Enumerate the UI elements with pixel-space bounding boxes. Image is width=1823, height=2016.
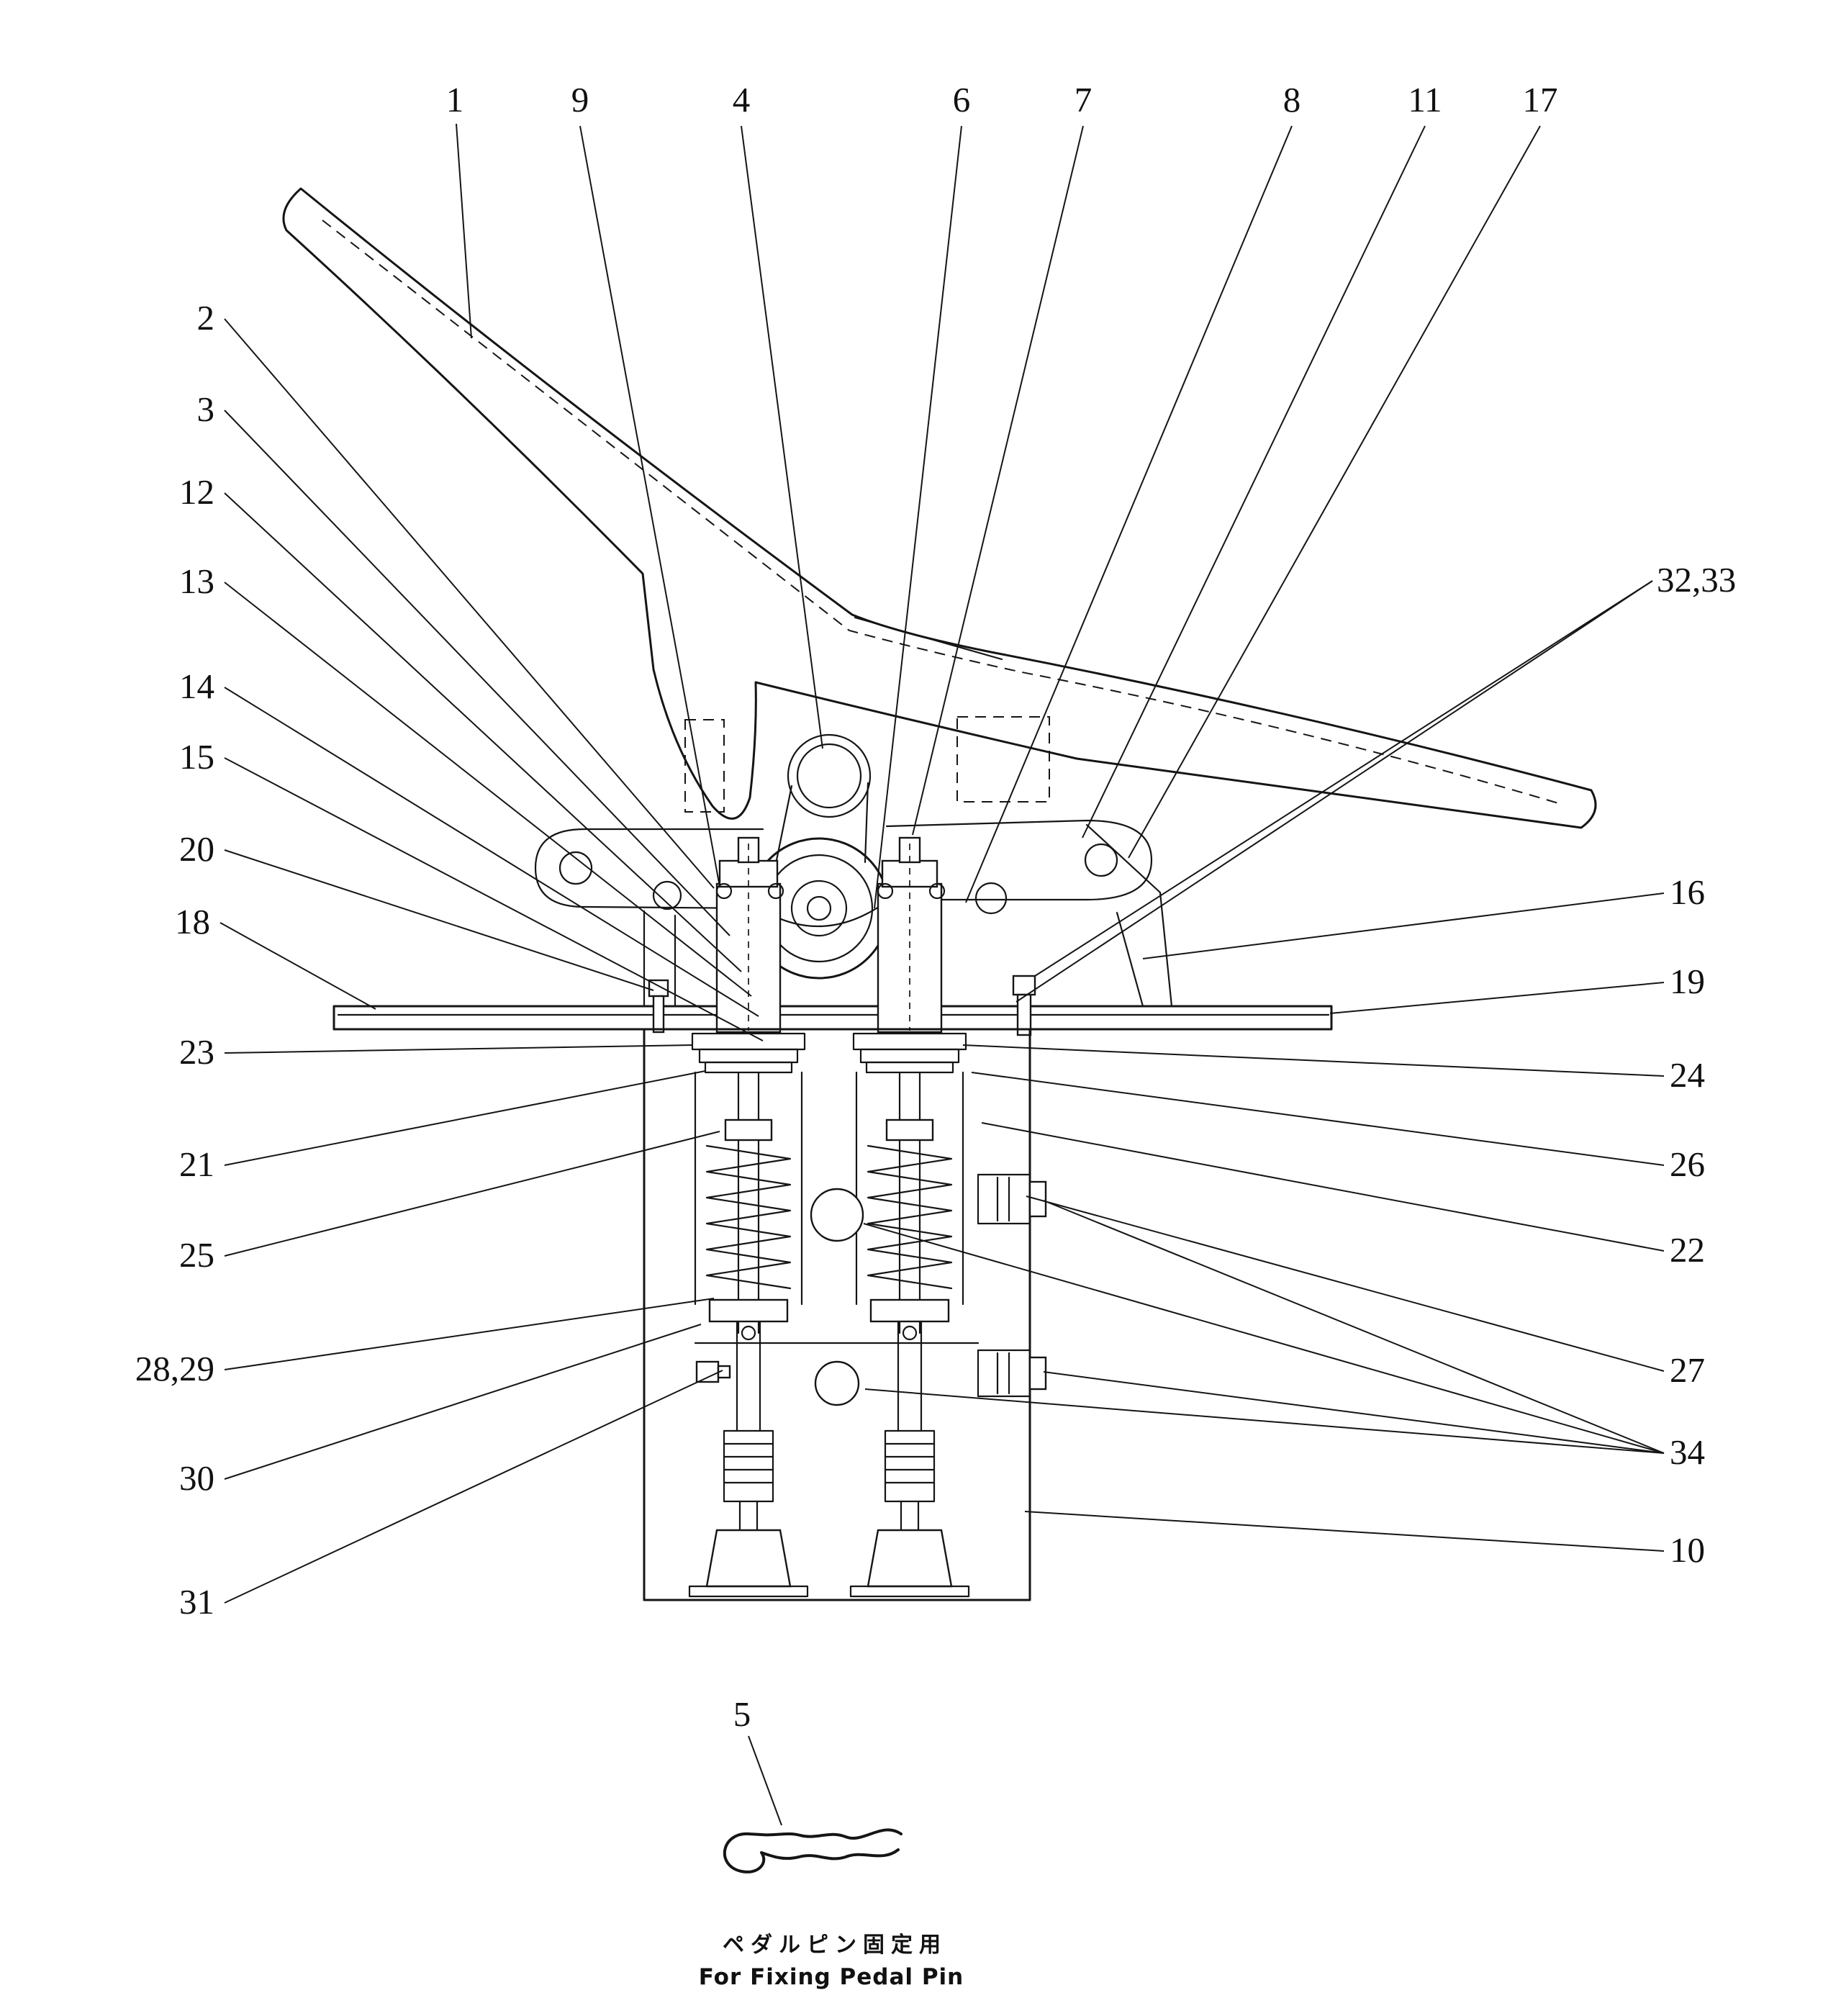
callout-3: 3 [197,389,215,429]
callout-11: 11 [1408,80,1442,119]
callout-25: 25 [179,1235,214,1275]
left-cap-pin-b [767,882,784,900]
right-cap-pin-a [877,882,894,900]
link-right-edge [864,782,869,864]
link-left-edge [774,785,793,865]
leader-lines [220,123,1665,1826]
caption-japanese: ペダルピン固定用 [723,1933,947,1958]
support-bracket [534,819,1173,1008]
left-bellows [723,1429,774,1503]
left-spring-retainer [724,1118,773,1142]
left-cap-pin-a [715,882,733,900]
bracket-right-hole [1084,843,1118,877]
right-pushrod-assembly [849,1320,970,1598]
callout-28-29: 28,29 [135,1349,214,1388]
pedal-outline [282,187,1597,829]
callout-10: 10 [1670,1530,1705,1570]
pedal-pin-clip [723,1828,903,1873]
valve-body-outline [643,1028,1031,1601]
callout-8: 8 [1283,80,1301,119]
plate-bolt-right [1012,975,1036,1036]
bracket-left-pin [652,880,682,910]
callout-21: 21 [179,1144,214,1184]
right-foot [867,1529,953,1588]
callout-22: 22 [1670,1230,1705,1270]
hub-bushing-circle [790,880,848,937]
right-pin-hole [902,1325,918,1341]
right-spring-retainer [885,1118,934,1142]
mounting-plate [333,975,1333,1036]
callout-30: 30 [179,1458,214,1498]
callout-23: 23 [179,1032,214,1072]
roller-outer-circle [787,733,872,818]
left-cartridge [691,1032,806,1341]
check-ball-lower [814,1360,860,1406]
callout-16: 16 [1670,872,1705,912]
hub-mid-circle [764,854,874,963]
callout-14: 14 [179,666,214,706]
right-spring [867,1144,953,1290]
right-foot-pad [849,1585,970,1598]
roller-inner-circle [796,743,862,809]
left-lower-seat [708,1298,789,1323]
bracket-left-hole [558,851,593,885]
callout-27: 27 [1670,1350,1705,1390]
callout-31: 31 [179,1582,214,1622]
valve-body [643,1028,1047,1601]
callout-2: 2 [197,298,215,338]
callout-13: 13 [179,561,214,601]
stand-right-plate [1085,823,1173,1008]
bracket-right-pin [974,882,1008,915]
callout-9: 9 [571,80,589,119]
right-cartridge [852,1032,967,1341]
callout-6: 6 [953,80,971,119]
callout-26: 26 [1670,1144,1705,1184]
callout-labels: 1 9 4 6 7 8 11 17 2 3 12 13 14 15 20 18 … [135,80,1737,1734]
callout-1: 1 [446,80,464,119]
callout-32-33: 32,33 [1657,560,1736,600]
callout-20: 20 [179,829,214,869]
figure-caption: ペダルピン固定用 For Fixing Pedal Pin [699,1933,964,1990]
bracket-right-arm [885,819,1153,901]
callout-17: 17 [1523,80,1558,119]
left-pin-hole [741,1325,756,1341]
left-foot [705,1529,792,1588]
pedal-hidden-edge [322,220,1564,805]
callout-7: 7 [1075,80,1093,119]
port-lower-plug [1028,1356,1047,1391]
callout-15: 15 [179,737,214,777]
callout-24: 24 [1670,1055,1705,1095]
caption-english: For Fixing Pedal Pin [699,1964,964,1990]
check-ball-upper [810,1188,864,1242]
left-spring [705,1144,792,1290]
callout-5: 5 [733,1694,751,1734]
right-lower-seat [869,1298,950,1323]
left-foot-pad [688,1585,809,1598]
pedal-bend-edge [854,616,1003,661]
callout-19: 19 [1670,962,1705,1001]
port-lower [977,1349,1047,1398]
callout-34: 34 [1670,1432,1705,1472]
callout-12: 12 [179,472,214,512]
callout-4: 4 [733,80,751,119]
hub-pin-circle [806,895,832,921]
left-pushrod-assembly [688,1320,809,1598]
bracket-left-arm [534,828,764,910]
plunger-towers [715,836,946,1034]
right-bellows [884,1429,936,1503]
pedal-boss-hidden-right [956,716,1050,803]
left-drain-plug [695,1360,731,1383]
callout-18: 18 [175,902,210,941]
pedal-boss-hidden-left [684,719,725,813]
stand-right-edge-inner [1116,911,1144,1008]
right-cap-pin-b [928,882,946,900]
